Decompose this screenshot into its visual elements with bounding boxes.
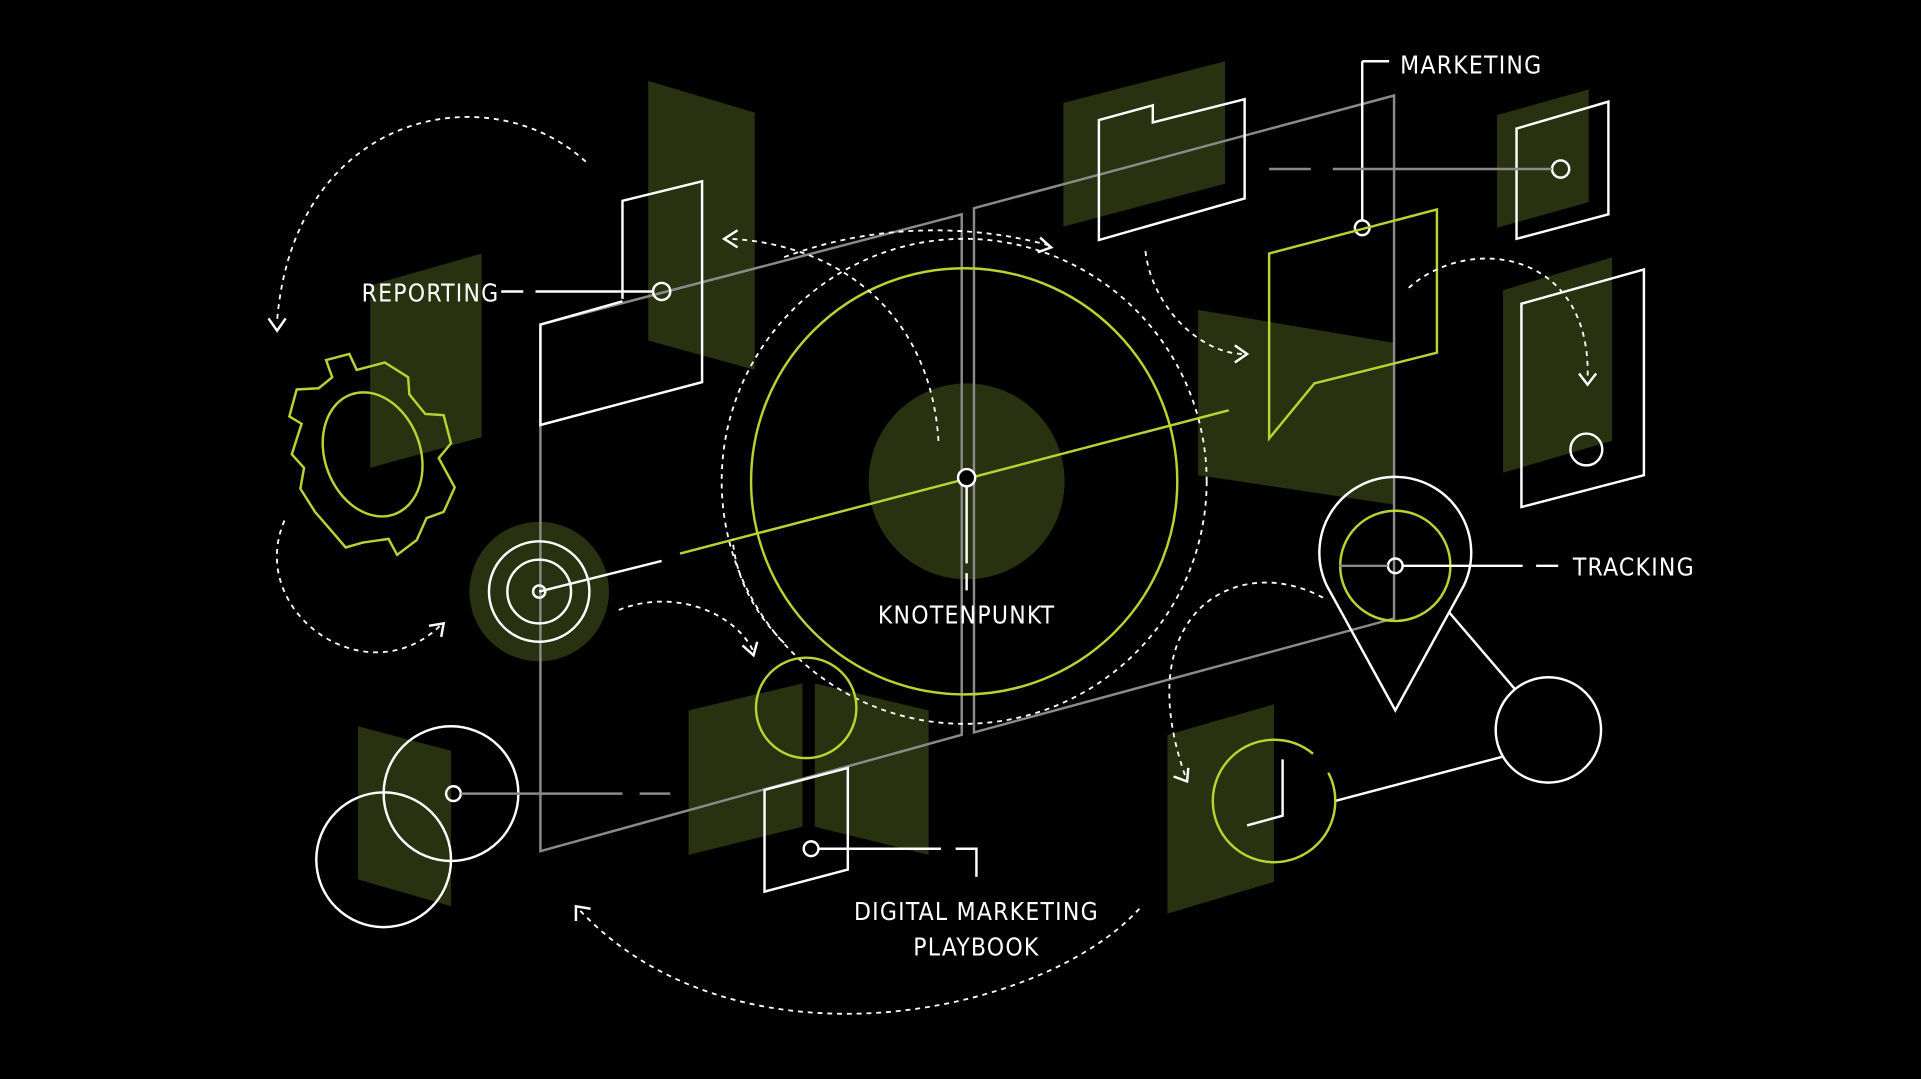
overlap-circles xyxy=(315,725,671,929)
card-icon xyxy=(1269,100,1610,241)
reporting-label: REPORTING xyxy=(362,278,500,307)
location-pin-icon xyxy=(1318,475,1559,713)
network-nodes xyxy=(1211,611,1603,864)
knotenpunkt-label: KNOTENPUNKT xyxy=(878,600,1055,629)
playbook-label-line1: DIGITAL MARKETING xyxy=(854,897,1099,926)
marketing-connector xyxy=(1353,60,1390,237)
playbook-icon xyxy=(754,656,978,894)
hub-ring xyxy=(749,266,1179,696)
document-icon xyxy=(501,179,704,427)
right-plane xyxy=(972,93,1396,734)
olive-panels xyxy=(357,61,1613,914)
hub-node xyxy=(956,467,977,488)
hub-dashed-ring xyxy=(720,237,1208,725)
target-icon xyxy=(487,540,591,643)
chat-bubble-icon xyxy=(1267,207,1439,442)
dashed-arrows xyxy=(267,116,1598,1015)
playbook-label-line2: PLAYBOOK xyxy=(913,932,1039,961)
marketing-label: MARKETING xyxy=(1400,50,1542,79)
left-plane xyxy=(539,212,963,853)
tracking-label: TRACKING xyxy=(1572,553,1695,582)
gear-icon xyxy=(287,352,457,557)
phone-icon xyxy=(1520,267,1646,509)
folder-icon xyxy=(1097,97,1246,242)
